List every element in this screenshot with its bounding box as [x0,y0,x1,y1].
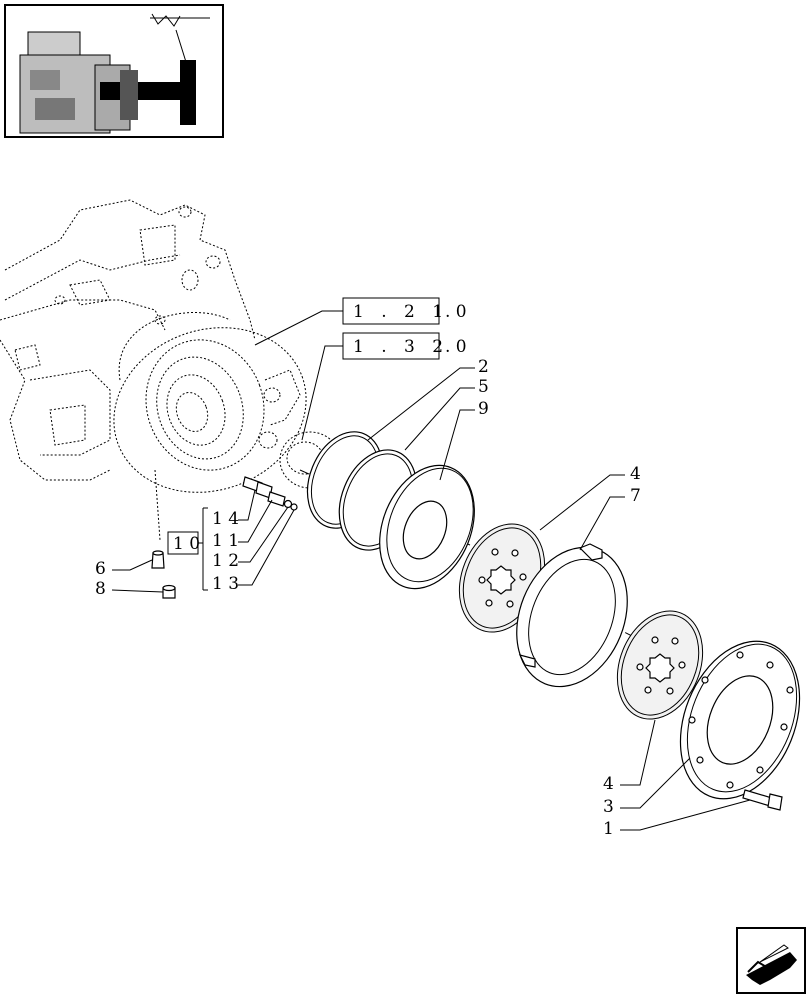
callout-4-lower: 4 [603,774,614,794]
callout-4-upper: 4 [630,464,641,484]
callout-5: 5 [478,377,489,397]
next-page-arrow-icon[interactable] [736,927,806,994]
callout-3: 3 [603,797,614,817]
callout-13: 1 3 [212,574,239,594]
svg-text:. 0: . 0 [445,302,467,322]
callout-1: 1 [603,819,614,839]
callout-14: 1 4 [212,509,239,529]
plug-8[interactable] [162,584,176,599]
svg-text:1 . 3 2: 1 . 3 2 [353,337,449,357]
assembly-thumbnail[interactable] [4,4,224,138]
brake-piston-9[interactable] [362,451,492,603]
svg-text:. 0: . 0 [445,337,467,357]
washer-13[interactable] [290,503,298,511]
callout-12: 1 2 [212,551,239,571]
callout-9: 9 [478,399,489,419]
bolt-1[interactable] [742,789,783,811]
callout-6: 6 [95,559,106,579]
intermediate-plate-7[interactable] [497,531,647,703]
friction-disc-4-lower[interactable] [602,598,718,732]
ref-1-21[interactable]: 1 . 2 1 . 0 [342,297,467,325]
callout-11: 1 1 [212,531,239,551]
callout-10: 1 0 [173,534,200,554]
cover-plate-3[interactable] [658,623,812,816]
fitting-14[interactable] [242,476,273,499]
callout-8: 8 [95,579,106,599]
ref-1-32[interactable]: 1 . 3 2 . 0 [342,332,467,360]
plug-6[interactable] [151,550,165,569]
fitting-11[interactable] [267,491,286,507]
transmission-housing [0,199,341,541]
callout-2: 2 [478,357,489,377]
svg-text:1 . 2 1: 1 . 2 1 [353,302,449,322]
callout-7: 7 [630,486,641,506]
